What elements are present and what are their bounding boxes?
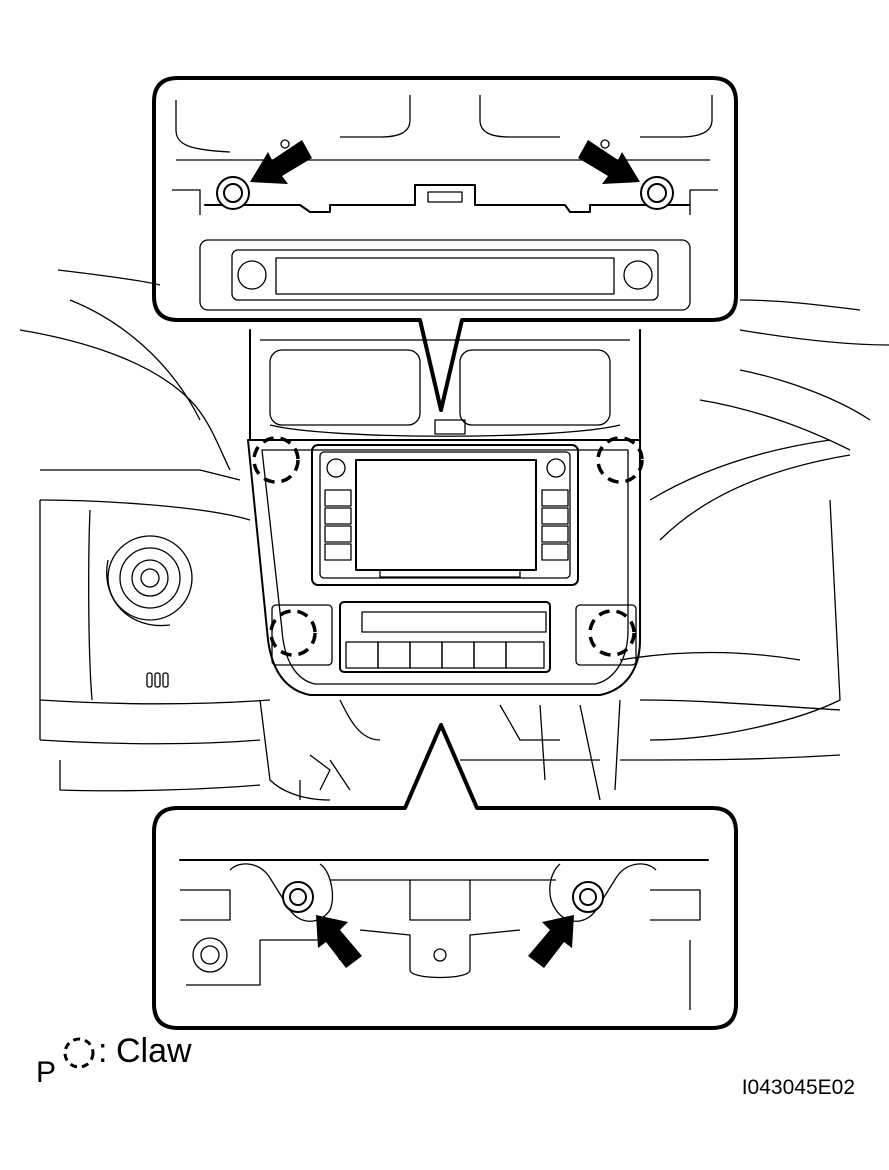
center-cluster-finish-panel [247,329,641,696]
claw-upper-left [252,436,300,484]
legend-prefix: P [36,1056,57,1089]
dashed-circle-icon [63,1037,95,1069]
lower-right-arrow [528,915,574,968]
legend-separator: : [98,1032,108,1070]
lower-detail-callout [152,723,738,1030]
claw-lower-left [269,609,317,657]
claw-upper-right [596,436,644,484]
dashboard-outline [19,269,889,801]
claw-markers [252,436,644,657]
upper-left-arrow [250,140,312,184]
legend-label: Claw [116,1032,192,1070]
lower-left-arrow [316,915,362,968]
climate-buttons [345,641,545,669]
display-right-buttons [541,489,569,561]
upper-detail-callout [152,76,738,412]
display-left-buttons [324,489,352,561]
upper-right-arrow [578,140,640,184]
figure-code: I043045E02 [741,1076,855,1099]
claw-lower-right [588,609,636,657]
